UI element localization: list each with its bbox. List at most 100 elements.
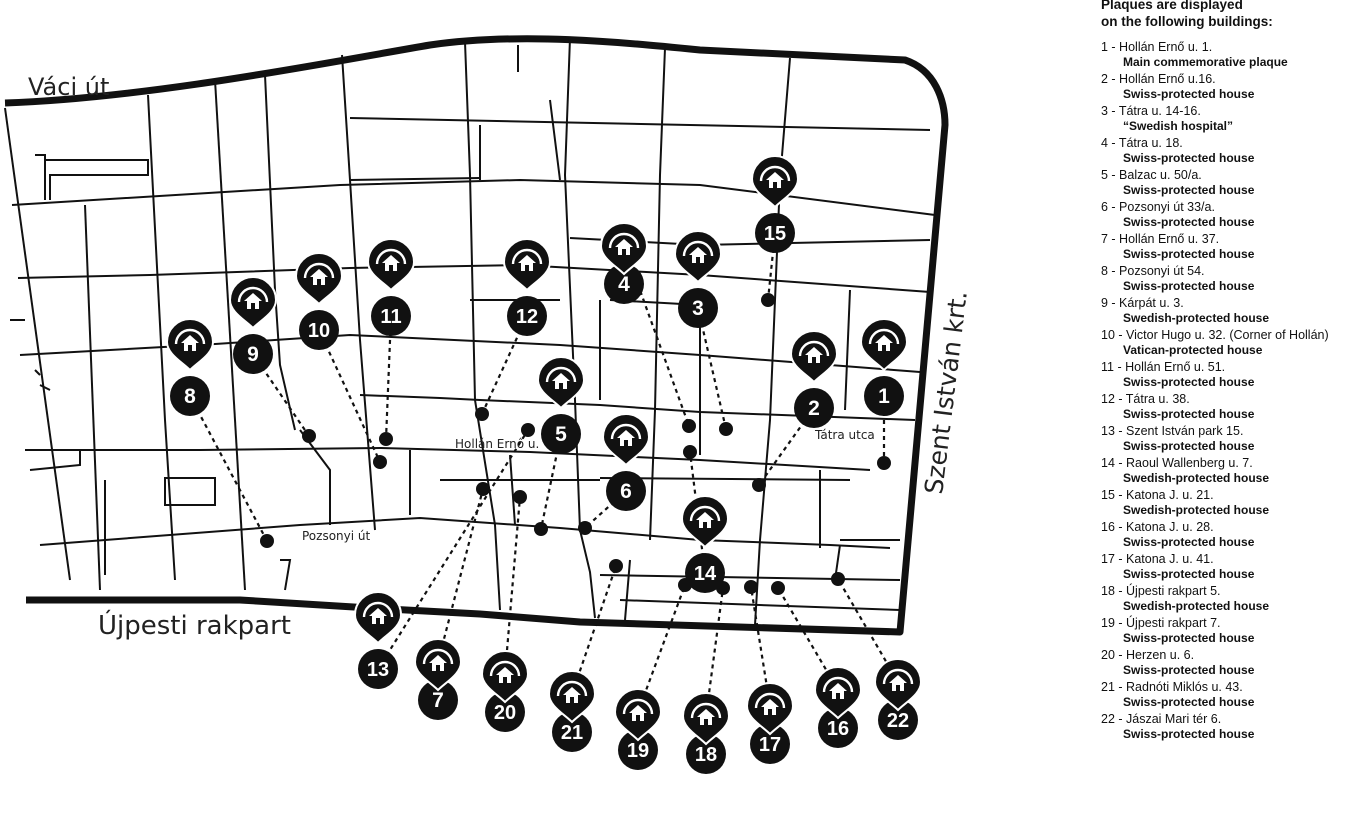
building-location-dot <box>513 490 527 504</box>
marker-8[interactable]: 8 <box>165 318 215 416</box>
house-pin-icon <box>613 688 663 742</box>
legend-title: Plaques are displayed on the following b… <box>1101 0 1350 30</box>
house-pin-icon <box>294 252 344 306</box>
marker-number-circle <box>541 414 581 454</box>
legend-item-type: Swiss-protected house <box>1123 631 1255 645</box>
marker-4[interactable]: 4 <box>599 222 649 304</box>
marker-13[interactable]: 13 <box>353 591 403 689</box>
marker-number: 20 <box>494 702 516 724</box>
building-location-dot <box>379 432 393 446</box>
marker-number-circle <box>864 376 904 416</box>
legend-item-type: Swiss-protected house <box>1123 279 1255 293</box>
legend-item: 21 - Radnóti Miklós u. 43.Swiss-protecte… <box>1101 680 1350 709</box>
legend-item: 14 - Raoul Wallenberg u. 7.Swedish-prote… <box>1101 456 1350 485</box>
marker-7[interactable]: 7 <box>413 638 463 720</box>
marker-number: 4 <box>618 273 630 296</box>
legend-item-type: Swiss-protected house <box>1123 535 1255 549</box>
marker-number-circle <box>750 724 790 764</box>
house-pin-icon <box>813 666 863 720</box>
marker-5[interactable]: 5 <box>536 356 586 454</box>
legend-item-type: Swiss-protected house <box>1123 439 1255 453</box>
leader-line <box>377 429 529 670</box>
legend-item: 13 - Szent István park 15.Swiss-protecte… <box>1101 424 1350 453</box>
legend-item-type: Swedish-protected house <box>1123 471 1270 485</box>
marker-12[interactable]: 12 <box>502 238 552 336</box>
legend-item-type: Swiss-protected house <box>1123 183 1255 197</box>
legend-item: 9 - Kárpát u. 3.Swedish-protected house <box>1101 296 1350 325</box>
marker-19[interactable]: 19 <box>613 688 663 770</box>
legend-item: 17 - Katona J. u. 41.Swiss-protected hou… <box>1101 552 1350 581</box>
legend-item-address: 13 - Szent István park 15. <box>1101 424 1244 438</box>
marker-number-circle <box>794 388 834 428</box>
pozsonyi-ut-label: Pozsonyi út <box>302 529 371 543</box>
marker-number: 3 <box>692 297 704 320</box>
marker-number: 8 <box>184 385 196 408</box>
legend-item-address: 20 - Herzen u. 6. <box>1101 648 1195 662</box>
marker-number: 19 <box>627 740 649 762</box>
house-pin-icon <box>673 230 723 284</box>
leader-lines <box>189 232 899 717</box>
legend-item: 16 - Katona J. u. 28.Swiss-protected hou… <box>1101 520 1350 549</box>
legend-item-address: 3 - Tátra u. 14-16. <box>1101 104 1201 118</box>
legend-item-type: Swiss-protected house <box>1123 407 1255 421</box>
legend-item: 10 - Victor Hugo u. 32. (Corner of Hollá… <box>1101 328 1350 357</box>
marker-9[interactable]: 9 <box>228 276 278 374</box>
marker-16[interactable]: 16 <box>813 666 863 748</box>
legend-item-type: Swedish-protected house <box>1123 599 1270 613</box>
marker-1[interactable]: 1 <box>859 318 909 416</box>
marker-number: 7 <box>432 689 444 712</box>
marker-15[interactable]: 15 <box>750 155 800 253</box>
legend-item-address: 15 - Katona J. u. 21. <box>1101 488 1214 502</box>
marker-number-circle <box>685 553 725 593</box>
legend: Plaques are displayed on the following b… <box>1101 0 1350 744</box>
marker-14[interactable]: 14 <box>680 495 730 593</box>
marker-number: 18 <box>695 744 717 766</box>
legend-item: 7 - Hollán Ernő u. 37.Swiss-protected ho… <box>1101 232 1350 261</box>
marker-number-circle <box>755 213 795 253</box>
marker-20[interactable]: 20 <box>480 650 530 732</box>
marker-number-circle <box>878 700 918 740</box>
legend-item-address: 11 - Hollán Ernő u. 51. <box>1101 360 1226 374</box>
marker-10[interactable]: 10 <box>294 252 344 350</box>
legend-item-address: 9 - Kárpát u. 3. <box>1101 296 1184 310</box>
marker-3[interactable]: 3 <box>673 230 723 328</box>
marker-number-circle <box>678 288 718 328</box>
legend-item-address: 19 - Újpesti rakpart 7. <box>1101 616 1221 630</box>
marker-number: 12 <box>516 306 538 328</box>
legend-item: 18 - Újpesti rakpart 5.Swedish-protected… <box>1101 584 1350 613</box>
house-pin-icon <box>750 155 800 209</box>
marker-number: 10 <box>308 320 330 342</box>
marker-number: 22 <box>887 710 909 732</box>
legend-item-type: Swiss-protected house <box>1123 695 1255 709</box>
marker-18[interactable]: 18 <box>681 692 731 774</box>
legend-title-line2: on the following buildings: <box>1101 14 1273 29</box>
legend-item-type: Swiss-protected house <box>1123 375 1255 389</box>
marker-22[interactable]: 22 <box>873 658 923 740</box>
marker-number-circle <box>507 296 547 336</box>
legend-item-address: 14 - Raoul Wallenberg u. 7. <box>1101 456 1253 470</box>
marker-11[interactable]: 11 <box>366 238 416 336</box>
marker-number-circle <box>552 712 592 752</box>
tatra-utca-label: Tátra utca <box>814 428 875 442</box>
house-pin-icon <box>680 495 730 549</box>
house-pin-icon <box>601 413 651 467</box>
legend-item-address: 7 - Hollán Ernő u. 37. <box>1101 232 1220 246</box>
legend-item: 6 - Pozsonyi út 33/a.Swiss-protected hou… <box>1101 200 1350 229</box>
legend-item-address: 1 - Hollán Ernő u. 1. <box>1101 40 1213 54</box>
marker-21[interactable]: 21 <box>547 670 597 752</box>
legend-item: 4 - Tátra u. 18.Swiss-protected house <box>1101 136 1350 165</box>
legend-list: 1 - Hollán Ernő u. 1.Main commemorative … <box>1101 40 1350 741</box>
marker-2[interactable]: 2 <box>789 330 839 428</box>
marker-number-circle <box>233 334 273 374</box>
building-location-dot <box>534 522 548 536</box>
legend-item: 2 - Hollán Ernő u.16.Swiss-protected hou… <box>1101 72 1350 101</box>
marker-number: 14 <box>694 563 717 585</box>
building-location-dot <box>761 293 775 307</box>
marker-number: 2 <box>808 397 820 420</box>
marker-6[interactable]: 6 <box>601 413 651 511</box>
leader-line <box>636 584 687 713</box>
marker-17[interactable]: 17 <box>745 682 795 764</box>
marker-number-circle <box>818 708 858 748</box>
building-location-dot <box>260 534 274 548</box>
marker-number-circle <box>686 734 726 774</box>
